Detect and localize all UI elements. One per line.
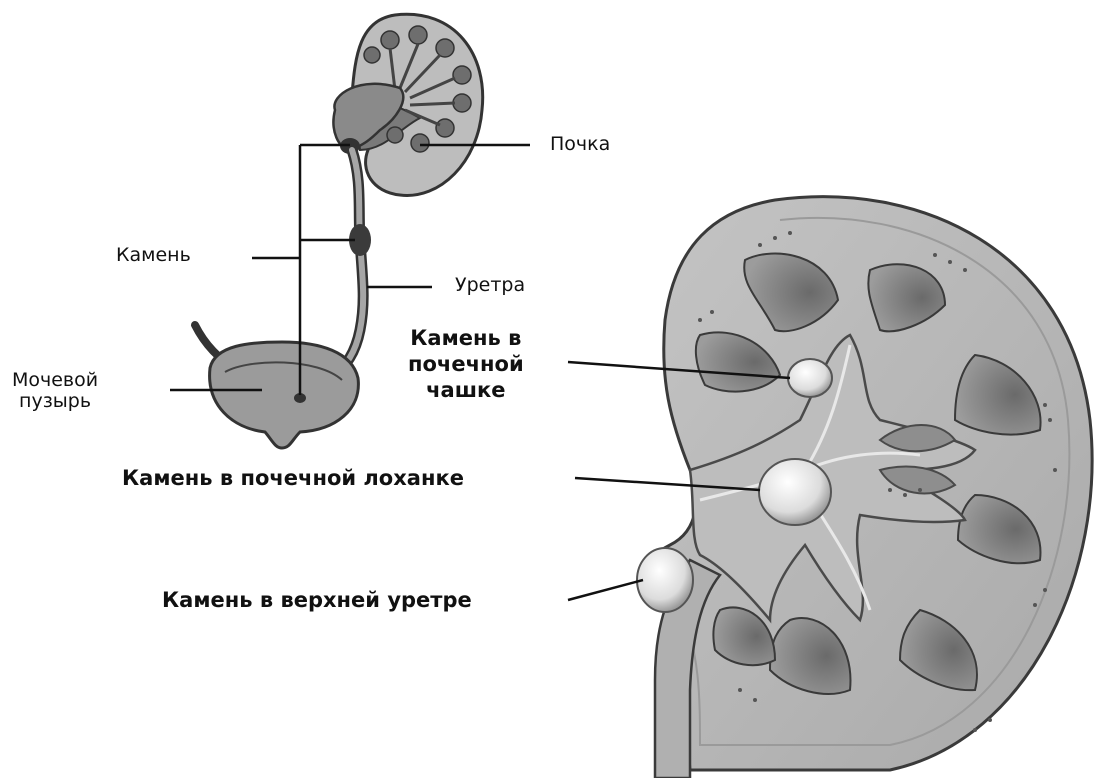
label-calyx-line1: Камень в bbox=[408, 325, 524, 351]
label-pelvis-stone: Камень в почечной лоханке bbox=[122, 466, 464, 490]
pelvis-stone bbox=[759, 459, 831, 525]
bladder bbox=[210, 342, 359, 448]
upper-ureter-stone bbox=[637, 548, 693, 612]
label-ureter: Уретра bbox=[455, 274, 525, 296]
label-calyx-stone: Камень в почечной чашке bbox=[408, 325, 524, 403]
label-calyx-line2: почечной bbox=[408, 351, 524, 377]
label-calyx-line3: чашке bbox=[408, 377, 524, 403]
label-bladder: Мочевой пузырь bbox=[12, 370, 98, 412]
label-bladder-line1: Мочевой bbox=[12, 370, 98, 391]
label-stone: Камень bbox=[116, 244, 191, 266]
label-upper-ureter-stone: Камень в верхней уретре bbox=[162, 588, 472, 612]
label-kidney: Почка bbox=[550, 133, 610, 155]
label-bladder-line2: пузырь bbox=[12, 391, 98, 412]
calyx-stone bbox=[788, 359, 832, 397]
